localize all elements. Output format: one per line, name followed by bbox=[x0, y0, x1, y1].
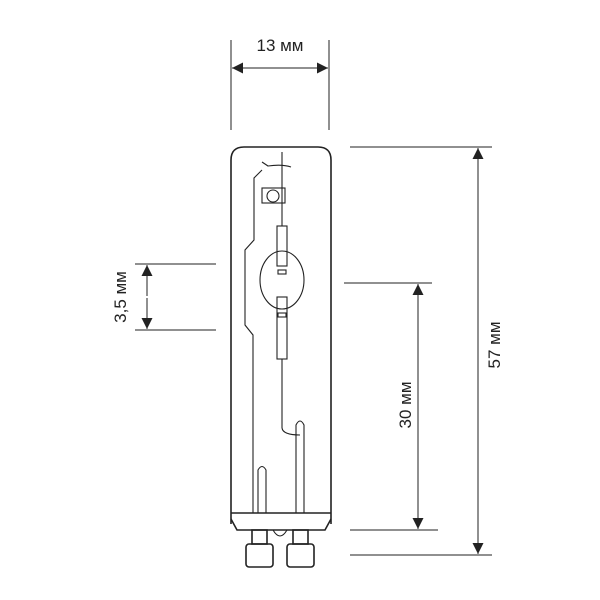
arc-length-dimension: 3,5 мм bbox=[111, 263, 216, 331]
height-label: 57 мм bbox=[485, 321, 504, 368]
width-label: 13 мм bbox=[256, 36, 303, 55]
lamp-envelope bbox=[230, 146, 332, 524]
arc-tube bbox=[244, 152, 305, 513]
getter bbox=[261, 187, 286, 204]
base-notch bbox=[272, 529, 288, 537]
base-taper bbox=[230, 518, 332, 531]
arc-height-label: 30 мм bbox=[396, 381, 415, 428]
pin-right bbox=[286, 529, 315, 568]
width-dimension: 13 мм bbox=[230, 36, 330, 130]
lamp-body bbox=[230, 146, 332, 568]
arc-length-label: 3,5 мм bbox=[111, 271, 130, 323]
height-dimension: 57 мм bbox=[350, 146, 504, 556]
arc-height-dimension: 30 мм bbox=[344, 282, 438, 531]
pin-left bbox=[245, 529, 274, 568]
